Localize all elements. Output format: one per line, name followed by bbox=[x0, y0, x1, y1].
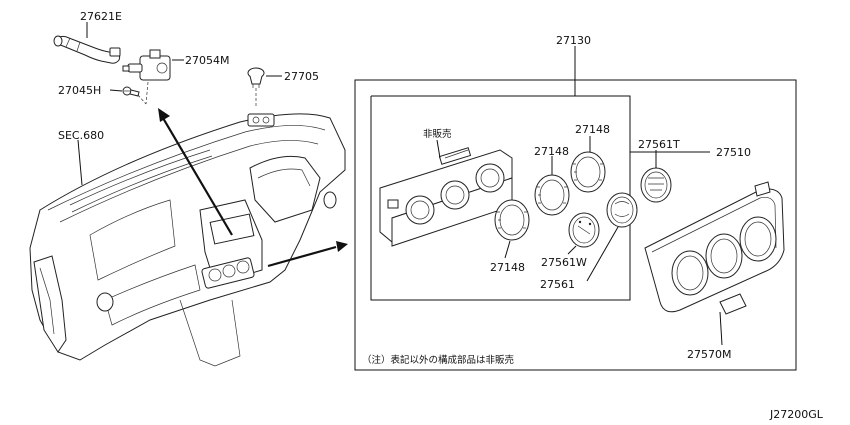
label-27045H: 27045H bbox=[58, 84, 101, 97]
label-27561: 27561 bbox=[540, 278, 575, 291]
note-text: （注）表記以外の構成部品は非販売 bbox=[362, 354, 514, 366]
leader-not-for-sale bbox=[436, 139, 441, 159]
knob-27148-right bbox=[570, 151, 606, 193]
label-27561W: 27561W bbox=[541, 256, 587, 269]
label-27148-left: 27148 bbox=[490, 261, 525, 274]
leader-27561 bbox=[586, 226, 619, 282]
label-27570M: 27570M bbox=[687, 348, 731, 361]
duct-27621E bbox=[53, 35, 121, 64]
label-27621E: 27621E bbox=[80, 10, 122, 23]
label-sec680: SEC.680 bbox=[58, 129, 104, 142]
screw-27045H bbox=[122, 86, 140, 97]
control-unit-assembly bbox=[379, 147, 513, 247]
label-27705: 27705 bbox=[284, 70, 319, 83]
dial-27561T bbox=[640, 167, 672, 203]
arrow-to-exploded-view bbox=[267, 241, 348, 268]
clip-27705 bbox=[247, 67, 265, 88]
finisher-27570M bbox=[644, 181, 785, 315]
inner-box-27130 bbox=[370, 95, 631, 301]
leader-27570M bbox=[719, 311, 723, 346]
dial-27561 bbox=[606, 192, 638, 228]
label-27130: 27130 bbox=[556, 34, 591, 47]
leader-27561W bbox=[567, 245, 577, 255]
leader-27045H bbox=[109, 89, 123, 92]
knob-27148-middle bbox=[534, 174, 570, 216]
arrow-to-actuator bbox=[158, 108, 233, 236]
instrument-panel bbox=[29, 113, 346, 367]
dial-27561W bbox=[568, 212, 600, 248]
label-27561T: 27561T bbox=[638, 138, 680, 151]
label-not-for-sale: 非販売 bbox=[423, 128, 452, 140]
label-27054M: 27054M bbox=[185, 54, 229, 67]
leader-sec680 bbox=[77, 139, 83, 186]
knob-27148-left bbox=[494, 199, 530, 241]
leader-27148-left bbox=[504, 240, 511, 259]
label-27510: 27510 bbox=[716, 146, 751, 159]
label-27148-middle: 27148 bbox=[534, 145, 569, 158]
actuator-27054M bbox=[122, 49, 171, 81]
diagram-code: J27200GL bbox=[769, 408, 824, 421]
label-27148-right: 27148 bbox=[575, 123, 610, 136]
